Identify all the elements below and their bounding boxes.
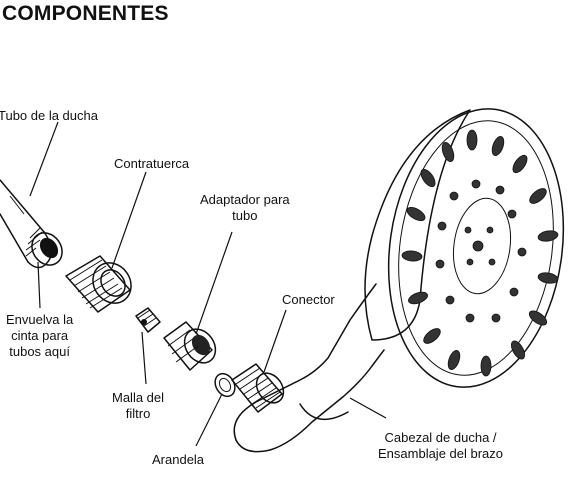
- locknut: [65, 255, 132, 313]
- label-shower-pipe: Tubo de la ducha: [0, 108, 98, 123]
- washer: [214, 372, 236, 398]
- label-wrap-tape: Envuelva la cinta para tubos aquí: [6, 312, 73, 360]
- label-washer: Arandela: [152, 452, 205, 467]
- label-wrap-tape-line1: Envuelva la: [6, 312, 74, 327]
- leader-lines: [29, 121, 387, 447]
- label-pipe-adapter-line2: tubo: [232, 208, 258, 223]
- label-filter-mesh: Malla del filtro: [112, 390, 164, 422]
- label-wrap-tape-line2: cinta para: [11, 328, 69, 343]
- shower-pipe: [0, 179, 63, 269]
- label-pipe-adapter: Adaptador para tubo: [200, 192, 290, 224]
- label-connector: Conector: [282, 292, 335, 307]
- label-showerhead-line1: Cabezal de ducha /: [384, 430, 497, 445]
- label-showerhead: Cabezal de ducha / Ensamblaje del brazo: [378, 430, 503, 462]
- connector: [231, 363, 285, 413]
- filter-mesh: [135, 307, 161, 333]
- pipe-adapter: [163, 321, 217, 371]
- page-title: COMPONENTES: [2, 2, 169, 25]
- showerhead-assembly: [233, 108, 565, 453]
- label-filter-mesh-line2: filtro: [125, 406, 151, 421]
- label-locknut: Contratuerca: [114, 156, 190, 171]
- label-pipe-adapter-line1: Adaptador para: [200, 192, 290, 207]
- label-showerhead-line2: Ensamblaje del brazo: [378, 446, 504, 461]
- label-filter-mesh-line1: Malla del: [112, 390, 165, 405]
- label-wrap-tape-line3: tubos aquí: [9, 344, 70, 359]
